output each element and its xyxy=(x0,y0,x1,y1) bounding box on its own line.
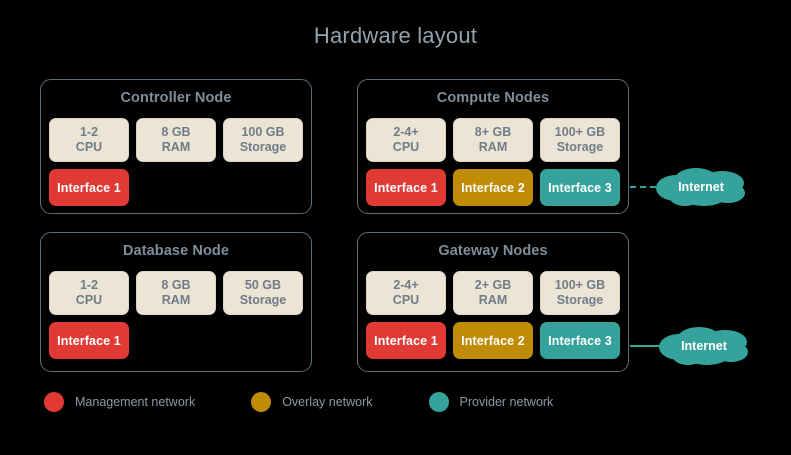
legend-label: Overlay network xyxy=(282,395,373,409)
spec-unit: RAM xyxy=(478,140,508,154)
spec-value: 2+ GB xyxy=(474,278,512,292)
legend-dot-icon xyxy=(428,392,449,412)
spec-box-ram: 8 GB RAM xyxy=(136,118,216,162)
node-title-database: Database Node xyxy=(122,243,230,259)
spec-unit: Storage xyxy=(556,293,604,307)
interface-box-1: Interface 1 xyxy=(49,322,129,359)
spec-row-gateway: 2-4+ CPU 2+ GB RAM 100+ GB Storage xyxy=(366,271,620,315)
interface-spacer xyxy=(136,322,216,359)
internet-cloud-label: Internet xyxy=(678,179,724,194)
internet-cloud-gateway: Internet xyxy=(655,324,753,366)
interface-box-1: Interface 1 xyxy=(366,322,446,359)
spec-value: 50 GB xyxy=(244,278,282,292)
legend-item-management: Management network xyxy=(44,392,195,412)
legend-item-provider: Provider network xyxy=(428,392,554,412)
legend-label: Provider network xyxy=(459,395,554,409)
interface-row-compute: Interface 1 Interface 2 Interface 3 xyxy=(366,169,620,206)
spec-unit: Storage xyxy=(239,293,287,307)
spec-row-compute: 2-4+ CPU 8+ GB RAM 100+ GB Storage xyxy=(366,118,620,162)
interface-row-database: Interface 1 xyxy=(49,322,303,359)
connector-gateway-to-internet xyxy=(630,345,660,347)
legend-dot-icon xyxy=(251,392,272,412)
spec-row-controller: 1-2 CPU 8 GB RAM 100 GB Storage xyxy=(49,118,303,162)
spec-box-storage: 100+ GB Storage xyxy=(540,118,620,162)
spec-value: 100+ GB xyxy=(554,278,606,292)
legend-dot-icon xyxy=(44,392,64,412)
interface-box-1: Interface 1 xyxy=(49,169,129,206)
legend: Management network Overlay network Provi… xyxy=(44,392,553,412)
internet-cloud-compute: Internet xyxy=(652,165,750,207)
spec-value: 100 GB xyxy=(241,125,285,139)
interface-spacer xyxy=(136,169,216,206)
interface-box-1: Interface 1 xyxy=(366,169,446,206)
node-panel-database: Database Node 1-2 CPU 8 GB RAM 50 GB Sto… xyxy=(40,232,312,372)
spec-unit: Storage xyxy=(556,140,604,154)
spec-unit: CPU xyxy=(392,293,420,307)
page-title: Hardware layout xyxy=(313,23,478,48)
spec-value: 1-2 xyxy=(79,278,99,292)
spec-unit: RAM xyxy=(478,293,508,307)
spec-box-ram: 2+ GB RAM xyxy=(453,271,533,315)
node-title-controller: Controller Node xyxy=(120,90,232,106)
spec-value: 8 GB xyxy=(161,125,191,139)
spec-box-cpu: 1-2 CPU xyxy=(49,271,129,315)
spec-box-storage: 50 GB Storage xyxy=(223,271,303,315)
spec-box-storage: 100+ GB Storage xyxy=(540,271,620,315)
spec-value: 2-4+ xyxy=(393,278,419,292)
node-panel-gateway: Gateway Nodes 2-4+ CPU 2+ GB RAM 100+ GB… xyxy=(357,232,629,372)
interface-spacer xyxy=(223,322,303,359)
node-panel-compute: Compute Nodes 2-4+ CPU 8+ GB RAM 100+ GB… xyxy=(357,79,629,214)
spec-box-cpu: 2-4+ CPU xyxy=(366,271,446,315)
node-title-gateway: Gateway Nodes xyxy=(438,243,548,259)
spec-unit: CPU xyxy=(75,140,103,154)
interface-box-2: Interface 2 xyxy=(453,169,533,206)
node-panel-controller: Controller Node 1-2 CPU 8 GB RAM 100 GB … xyxy=(40,79,312,214)
interface-row-gateway: Interface 1 Interface 2 Interface 3 xyxy=(366,322,620,359)
spec-row-database: 1-2 CPU 8 GB RAM 50 GB Storage xyxy=(49,271,303,315)
spec-value: 2-4+ xyxy=(393,125,419,139)
spec-unit: RAM xyxy=(161,140,191,154)
interface-row-controller: Interface 1 xyxy=(49,169,303,206)
spec-unit: RAM xyxy=(161,293,191,307)
interface-spacer xyxy=(223,169,303,206)
spec-unit: CPU xyxy=(75,293,103,307)
internet-cloud-label: Internet xyxy=(681,338,727,353)
spec-value: 8 GB xyxy=(161,278,191,292)
spec-box-storage: 100 GB Storage xyxy=(223,118,303,162)
spec-box-cpu: 1-2 CPU xyxy=(49,118,129,162)
legend-item-overlay: Overlay network xyxy=(251,392,373,412)
interface-box-3: Interface 3 xyxy=(540,169,620,206)
spec-box-ram: 8+ GB RAM xyxy=(453,118,533,162)
spec-value: 8+ GB xyxy=(474,125,512,139)
spec-value: 100+ GB xyxy=(554,125,606,139)
legend-label: Management network xyxy=(75,395,196,409)
connector-compute-to-internet xyxy=(630,186,656,188)
spec-unit: Storage xyxy=(239,140,287,154)
interface-box-2: Interface 2 xyxy=(453,322,533,359)
spec-unit: CPU xyxy=(392,140,420,154)
interface-box-3: Interface 3 xyxy=(540,322,620,359)
spec-box-cpu: 2-4+ CPU xyxy=(366,118,446,162)
spec-value: 1-2 xyxy=(79,125,99,139)
spec-box-ram: 8 GB RAM xyxy=(136,271,216,315)
node-title-compute: Compute Nodes xyxy=(436,90,550,106)
